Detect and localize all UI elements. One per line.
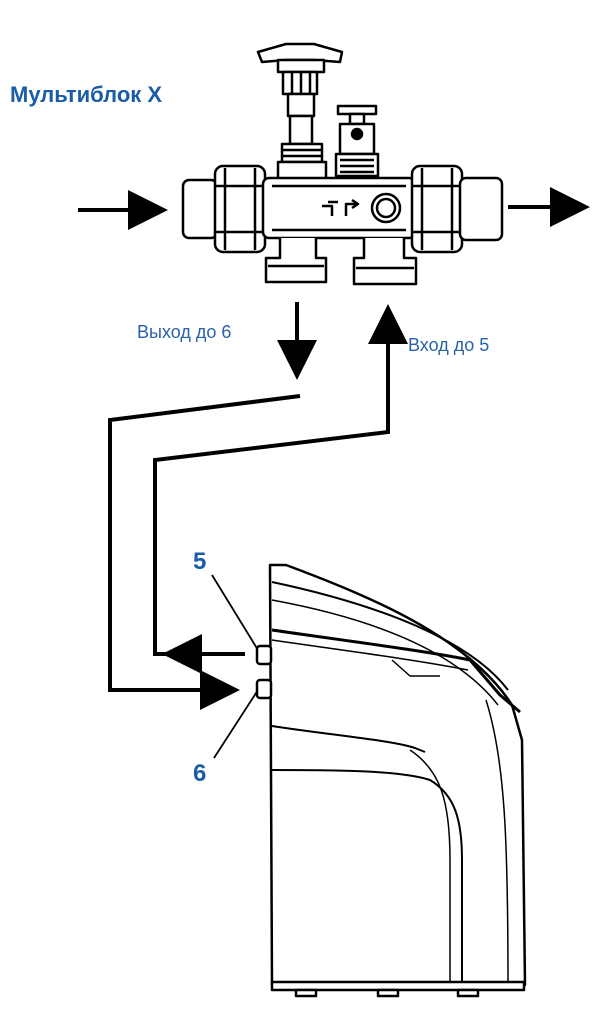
softener-unit	[255, 563, 527, 998]
port-leader-lines	[211, 574, 259, 759]
port-6-number: 6	[193, 760, 207, 787]
port-5-number: 5	[193, 548, 207, 575]
outlet-pipe	[108, 394, 301, 710]
diagram-title: Мультиблок X	[10, 82, 163, 107]
inlet-label: Вход до 5	[408, 335, 490, 355]
multiblock-valve	[181, 42, 504, 286]
outlet-label: Выход до 6	[137, 322, 232, 342]
